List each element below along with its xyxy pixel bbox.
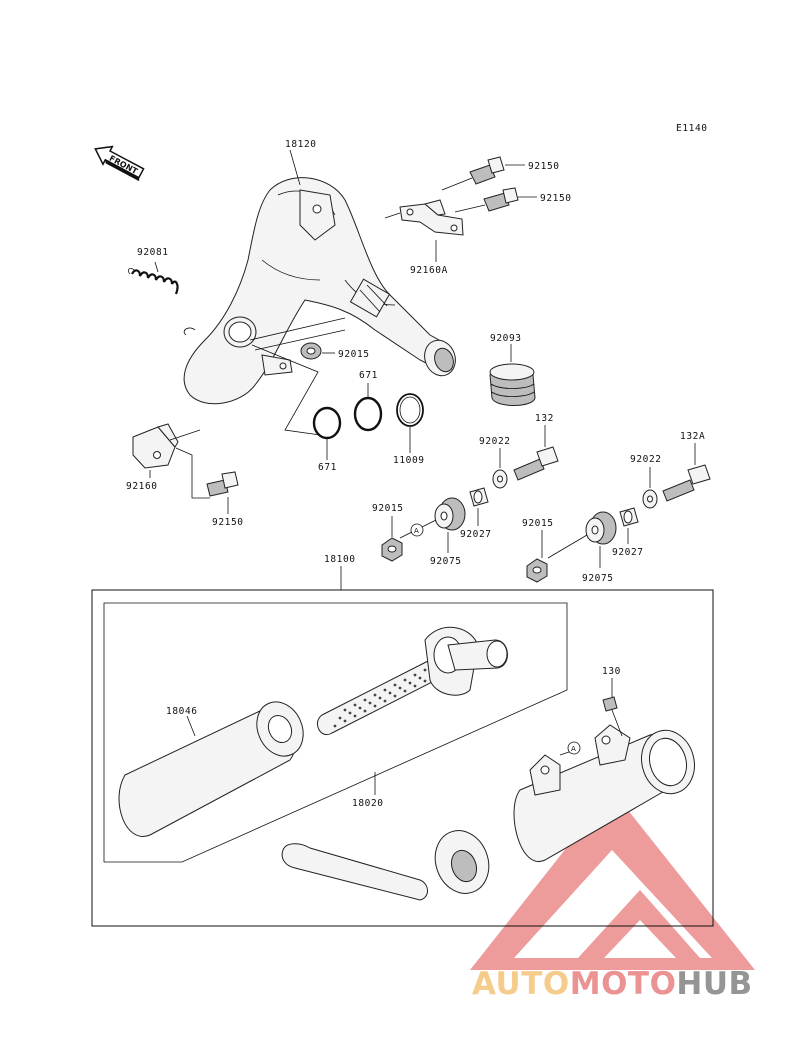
watermark-moto: MOTO	[570, 966, 677, 1002]
o-ring-671-left	[312, 406, 342, 440]
perforated-core	[317, 626, 508, 736]
grommet-92075-b	[585, 511, 617, 545]
watermark-hub: HUB	[676, 966, 752, 1002]
label-92150-upper: 92150	[528, 161, 560, 172]
bolt-92150-middle	[454, 187, 519, 213]
bracket-92160	[132, 423, 179, 469]
label-92022-a: 92022	[479, 436, 511, 447]
assembly-18020-frame	[103, 602, 568, 863]
bolt-132A	[662, 464, 711, 502]
nut-92015-a	[381, 537, 403, 562]
label-92015-top: 92015	[338, 349, 370, 360]
label-92022-b: 92022	[630, 454, 662, 465]
label-132A: 132A	[680, 431, 705, 442]
bolt-92150-upper	[441, 156, 505, 191]
label-92075-b: 92075	[582, 573, 614, 584]
washer-92022-a	[492, 469, 508, 489]
rubber-mount-92093	[489, 363, 536, 406]
bolt-132	[513, 446, 559, 481]
silencer-outer-shell	[513, 724, 695, 863]
bolt-130	[602, 696, 623, 737]
o-ring-671-right	[353, 396, 383, 432]
bolt-92150-lower	[206, 471, 239, 497]
silencer-body-18046	[118, 701, 304, 837]
label-18046: 18046	[166, 706, 198, 717]
svg-text:AUTOMOTOHUB: AUTOMOTOHUB	[472, 966, 753, 1002]
label-92160A: 92160A	[410, 265, 448, 276]
spring-92081	[127, 267, 179, 295]
expansion-chamber	[183, 177, 456, 405]
label-671-left: 671	[318, 462, 337, 473]
assembly-leaders	[249, 317, 346, 436]
leader-18120	[289, 149, 301, 186]
label-92150-lower: 92150	[212, 517, 244, 528]
ref-marker-a-1-text: A	[414, 527, 419, 535]
assembly-18100-frame	[91, 589, 714, 927]
nut-92015-b	[526, 558, 548, 583]
grommet-92075-a	[434, 497, 466, 531]
label-92015-a: 92015	[372, 503, 404, 514]
label-132: 132	[535, 413, 554, 424]
label-18120: 18120	[285, 139, 317, 150]
label-130: 130	[602, 666, 621, 677]
gasket-11009	[396, 393, 424, 427]
bracket-92160A	[399, 199, 464, 236]
label-92027-b: 92027	[612, 547, 644, 558]
watermark-auto: AUTO	[472, 966, 570, 1002]
diagram-code: E1140	[676, 123, 708, 134]
washer-92022-b	[642, 489, 658, 509]
label-92075-a: 92075	[430, 556, 462, 567]
label-671-right: 671	[359, 370, 378, 381]
label-92160: 92160	[126, 481, 158, 492]
ref-marker-a-1	[410, 523, 424, 537]
label-92081: 92081	[137, 247, 169, 258]
label-92027-a: 92027	[460, 529, 492, 540]
label-11009: 11009	[393, 455, 425, 466]
ref-marker-a-2	[567, 741, 581, 755]
watermark-text: AUTOMOTOHUB	[472, 966, 753, 1002]
label-18020: 18020	[352, 798, 384, 809]
grommet-92015-top	[300, 342, 322, 360]
watermark-logo	[470, 790, 755, 970]
inlet-pipe	[281, 830, 490, 901]
collar-92027-a	[469, 487, 489, 507]
label-92150-middle: 92150	[540, 193, 572, 204]
ref-marker-a-2-text: A	[571, 745, 576, 753]
label-18100: 18100	[324, 554, 356, 565]
front-arrow-icon: FRONT	[94, 145, 145, 182]
label-92093: 92093	[490, 333, 522, 344]
label-92015-b: 92015	[522, 518, 554, 529]
collar-92027-b	[619, 507, 639, 527]
